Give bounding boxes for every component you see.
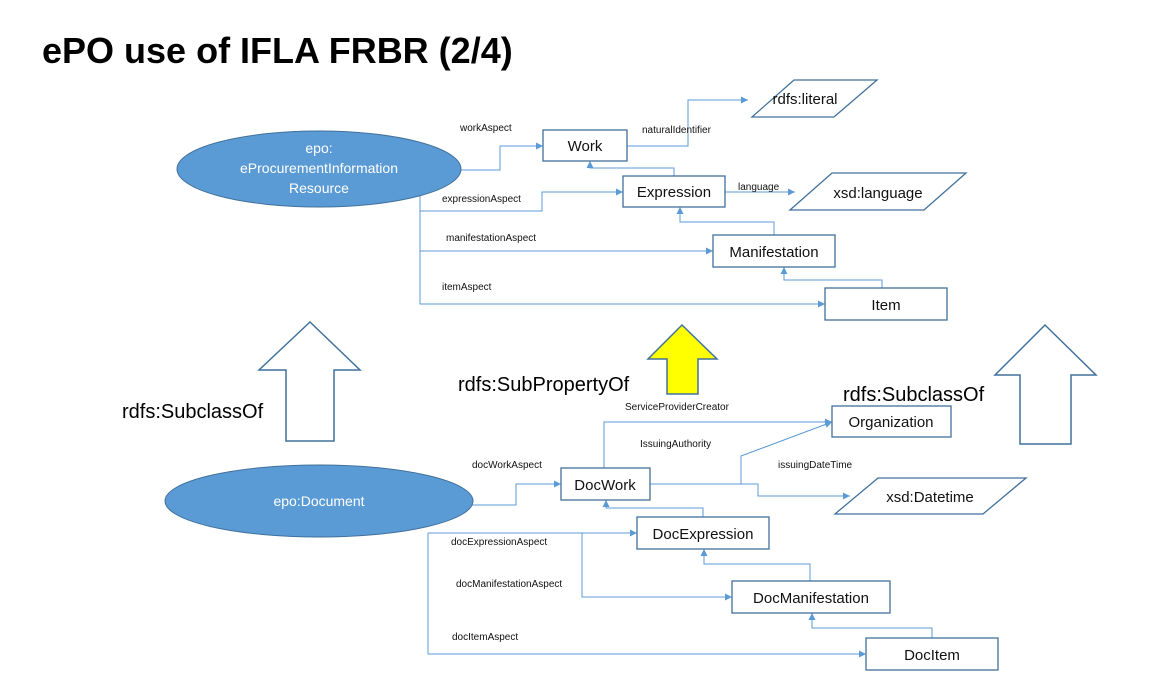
issuing-date-time-edge <box>650 483 850 500</box>
subproperty-of-arrow <box>646 323 719 395</box>
manifestation-label: Manifestation <box>729 244 818 261</box>
work-aspect-label: workAspect <box>459 123 512 134</box>
rdfs-literal-node: rdfs:literal <box>750 79 879 118</box>
doc-expression-to-doc-work-edge <box>602 500 704 517</box>
doc-work-node: DocWork <box>560 467 651 501</box>
doc-item-node: DocItem <box>865 637 999 671</box>
eprocurement-resource-line-2: eProcurementInformation <box>240 160 398 176</box>
doc-work-label: DocWork <box>574 477 636 494</box>
manifestation-to-expression-edge <box>676 207 775 235</box>
eprocurement-resource-line-3: Resource <box>289 180 349 196</box>
expression-node: Expression <box>622 175 726 208</box>
rdfs-literal-label: rdfs:literal <box>772 91 837 108</box>
work-label: Work <box>568 138 603 155</box>
subclass-of-arrow-right <box>993 323 1098 445</box>
top-connectors <box>419 96 883 308</box>
expression-aspect-label: expressionAspect <box>442 194 521 205</box>
xsd-datetime-label: xsd:Datetime <box>886 489 974 506</box>
natural-identifier-label: naturalIdentifier <box>642 125 712 136</box>
page-title: ePO use of IFLA FRBR (2/4) <box>42 30 513 71</box>
doc-manifestation-node: DocManifestation <box>731 580 891 614</box>
doc-item-label: DocItem <box>904 647 960 664</box>
doc-expression-node: DocExpression <box>636 516 770 550</box>
doc-expression-label: DocExpression <box>653 526 754 543</box>
issuing-date-time-label: issuingDateTime <box>778 460 853 471</box>
item-aspect-label: itemAspect <box>442 282 492 293</box>
xsd-language-node: xsd:language <box>788 172 968 211</box>
doc-item-aspect-edge <box>427 533 866 658</box>
doc-work-aspect-edge <box>472 480 561 506</box>
xsd-language-label: xsd:language <box>833 185 922 202</box>
service-provider-creator-label: ServiceProviderCreator <box>625 402 730 413</box>
manifestation-aspect-edge <box>419 211 713 255</box>
subclass-of-label-left: rdfs:SubclassOf <box>122 401 264 423</box>
manifestation-node: Manifestation <box>712 234 836 268</box>
item-to-manifestation-edge <box>780 267 883 288</box>
manifestation-aspect-label: manifestationAspect <box>446 233 536 244</box>
language-label: language <box>738 182 780 193</box>
issuing-authority-edge <box>650 421 833 485</box>
doc-expression-aspect-label: docExpressionAspect <box>451 537 547 548</box>
doc-item-to-doc-manifestation-edge <box>808 613 933 638</box>
doc-manifestation-aspect-edge <box>581 533 732 601</box>
service-provider-creator-edge <box>603 418 832 468</box>
work-aspect-edge <box>430 142 543 171</box>
doc-item-aspect-label: docItemAspect <box>452 632 518 643</box>
eprocurement-information-resource-node: epo: eProcurementInformation Resource <box>176 130 462 208</box>
doc-manifestation-label: DocManifestation <box>753 590 869 607</box>
expression-to-work-edge <box>586 161 675 176</box>
subproperty-of-label: rdfs:SubPropertyOf <box>458 374 630 396</box>
doc-manifestation-to-doc-expression-edge <box>700 549 811 581</box>
expression-label: Expression <box>637 184 711 201</box>
epo-document-label: epo:Document <box>273 493 364 509</box>
item-label: Item <box>871 297 900 314</box>
doc-manifestation-aspect-label: docManifestationAspect <box>456 579 562 590</box>
natural-identifier-edge <box>627 96 748 147</box>
bottom-connectors <box>427 418 933 658</box>
subclass-of-label-right: rdfs:SubclassOf <box>843 384 985 406</box>
xsd-datetime-node: xsd:Datetime <box>833 477 1028 515</box>
item-aspect-edge <box>419 251 825 308</box>
item-node: Item <box>824 287 948 321</box>
subclass-of-arrow-left <box>257 320 362 442</box>
work-node: Work <box>542 129 628 162</box>
epo-document-node: epo:Document <box>164 464 474 538</box>
organization-label: Organization <box>848 414 933 431</box>
doc-work-aspect-label: docWorkAspect <box>472 460 542 471</box>
expression-aspect-edge <box>419 188 623 212</box>
eprocurement-resource-line-1: epo: <box>305 140 332 156</box>
organization-node: Organization <box>831 405 952 438</box>
issuing-authority-label: IssuingAuthority <box>640 439 711 450</box>
